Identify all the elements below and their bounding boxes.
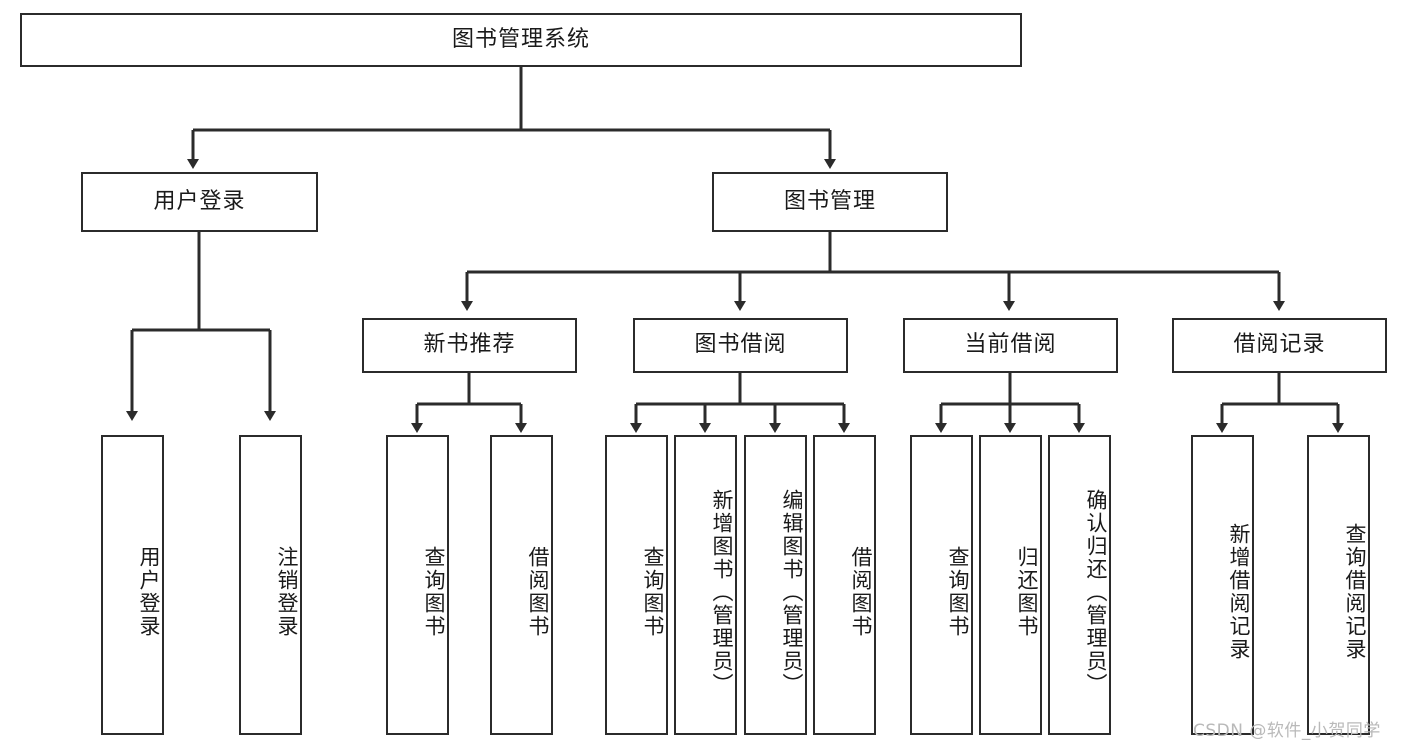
leaf-add-book-admin[interactable]: 新增图书（管理员）	[674, 435, 737, 735]
node-book-borrow[interactable]: 图书借阅	[633, 318, 848, 373]
node-new-book-recommend[interactable]: 新书推荐	[362, 318, 577, 373]
leaf-query-borrow-record[interactable]: 查询借阅记录	[1307, 435, 1370, 735]
leaf-user-login[interactable]: 用户登录	[101, 435, 164, 735]
leaf-edit-book-admin[interactable]: 编辑图书（管理员）	[744, 435, 807, 735]
leaf-borrow-book[interactable]: 借阅图书	[813, 435, 876, 735]
leaf-return-book[interactable]: 归还图书	[979, 435, 1042, 735]
leaf-borrow-book-recommend[interactable]: 借阅图书	[490, 435, 553, 735]
leaf-logout[interactable]: 注销登录	[239, 435, 302, 735]
leaf-confirm-return-admin[interactable]: 确认归还（管理员）	[1048, 435, 1111, 735]
node-borrow-record[interactable]: 借阅记录	[1172, 318, 1387, 373]
watermark-text: CSDN @软件_小贺同学	[1193, 721, 1381, 741]
leaf-query-book-borrow[interactable]: 查询图书	[605, 435, 668, 735]
node-book-management[interactable]: 图书管理	[712, 172, 948, 232]
node-current-borrow[interactable]: 当前借阅	[903, 318, 1118, 373]
leaf-query-book-current[interactable]: 查询图书	[910, 435, 973, 735]
leaf-query-book-recommend[interactable]: 查询图书	[386, 435, 449, 735]
node-root-book-management-system[interactable]: 图书管理系统	[20, 13, 1022, 67]
node-user-login[interactable]: 用户登录	[81, 172, 318, 232]
leaf-add-borrow-record[interactable]: 新增借阅记录	[1191, 435, 1254, 735]
